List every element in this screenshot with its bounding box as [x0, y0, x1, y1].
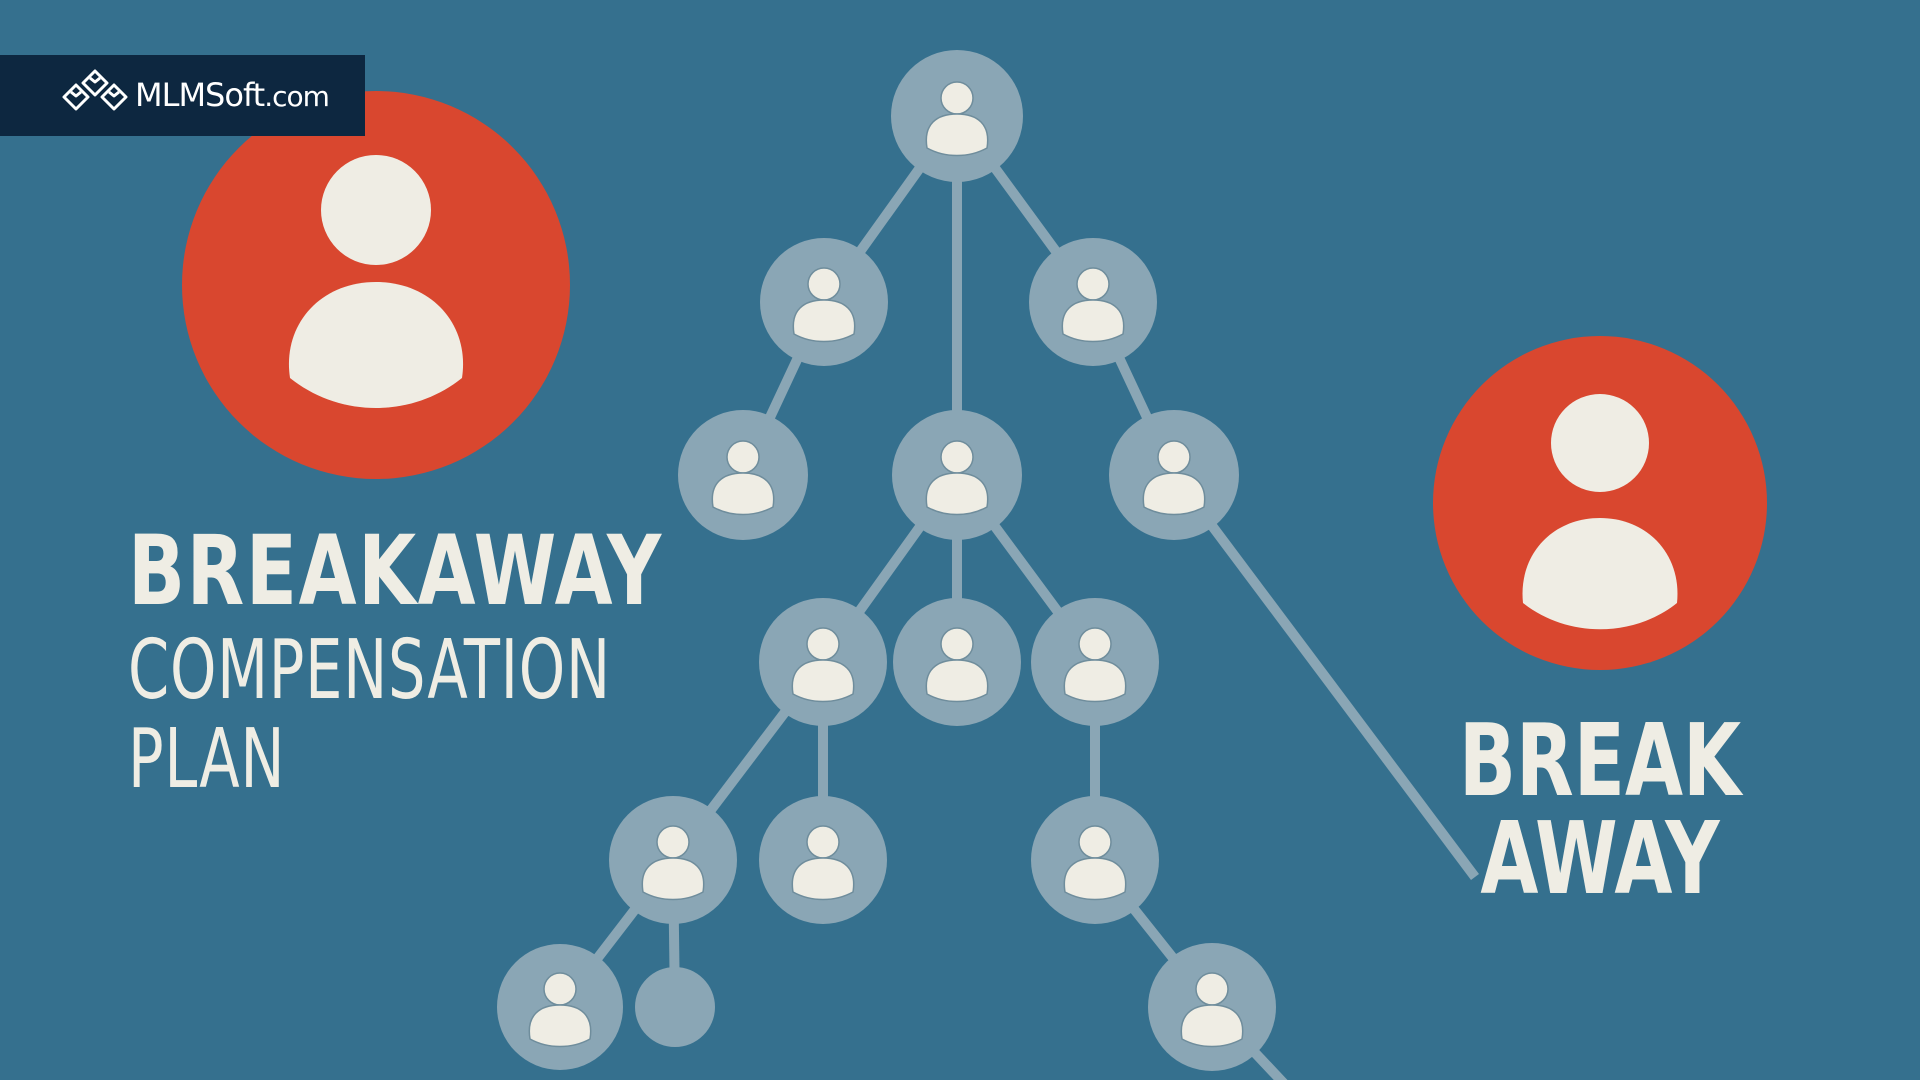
headline-line-3: PLAN [128, 712, 286, 807]
brand-domain-suffix: .com [264, 80, 330, 113]
headline-line-2: COMPENSATION [128, 623, 611, 718]
tree-node [1031, 598, 1159, 726]
diamond-blocks-icon [62, 69, 128, 111]
user-icon-head [1551, 394, 1649, 492]
tree-node [892, 410, 1022, 540]
tree-node [1029, 238, 1157, 366]
breakaway-line [1169, 472, 1480, 880]
headline-line-1: BREAKAWAY [128, 515, 663, 627]
tree-node-empty [635, 967, 715, 1047]
tree-node [760, 238, 888, 366]
brand-name-text: MLMSoft [135, 76, 265, 114]
tree-node [1148, 943, 1276, 1071]
sponsor-avatar [182, 91, 570, 479]
breakaway-label-line-1: BREAK [1458, 702, 1742, 819]
tree-node [678, 410, 808, 540]
tree-node [759, 796, 887, 924]
user-icon-body [288, 282, 464, 408]
tree-edges [556, 113, 1480, 1080]
tree-node [1109, 410, 1239, 540]
tree-node [893, 598, 1021, 726]
user-icon-body [1522, 518, 1678, 630]
tree-node [497, 944, 623, 1070]
breakaway-label-line-2: AWAY [1480, 800, 1720, 917]
tree-node [1031, 796, 1159, 924]
tree-node [891, 50, 1023, 182]
brand-logo-bar[interactable]: MLMSoft.com [0, 55, 365, 136]
brand-name: MLMSoft.com [135, 75, 330, 117]
tree-node [609, 796, 737, 924]
user-icon-head [321, 155, 431, 265]
tree-node [759, 598, 887, 726]
breakaway-leader-avatar [1433, 336, 1767, 670]
